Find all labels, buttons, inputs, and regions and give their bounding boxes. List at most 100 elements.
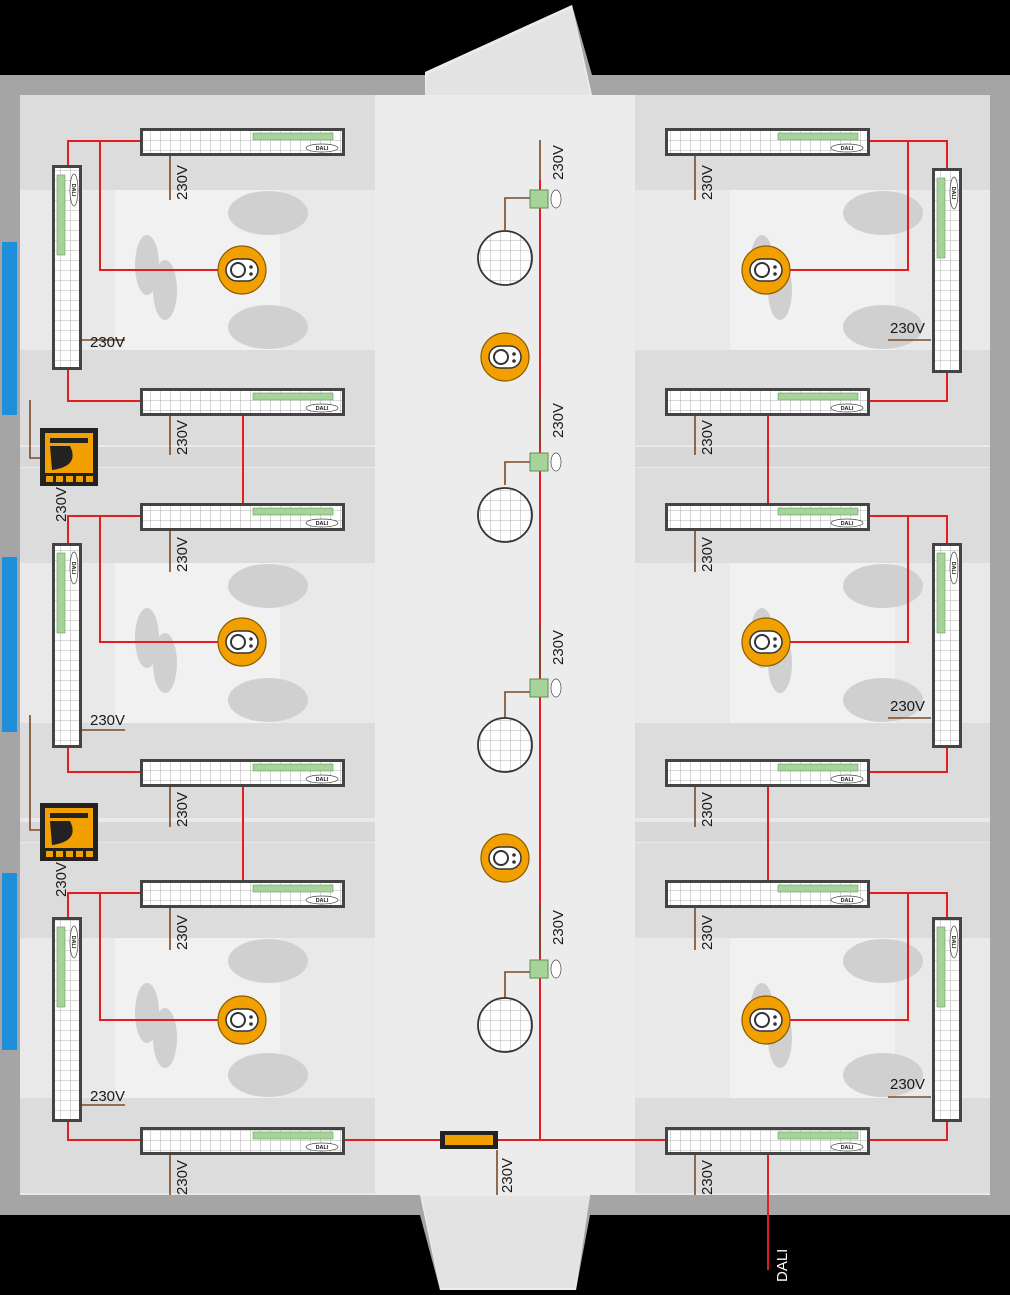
sensor-led bbox=[773, 1022, 777, 1026]
chair-icon bbox=[135, 983, 159, 1043]
voltage-label: 230V bbox=[174, 792, 191, 827]
downlight-body bbox=[477, 997, 533, 1053]
unit-terminal bbox=[66, 476, 73, 482]
chair-icon bbox=[228, 678, 308, 722]
voltage-label: 230V bbox=[174, 420, 191, 455]
sensor-icon bbox=[217, 995, 267, 1045]
chair-icon bbox=[843, 564, 923, 608]
luminaire-tag: DALI bbox=[950, 936, 956, 949]
sensor-icon bbox=[217, 245, 267, 295]
luminaire-tag: DALI bbox=[316, 898, 329, 904]
voltage-label: 230V bbox=[699, 915, 716, 950]
unit-terminal bbox=[76, 851, 83, 857]
luminaire-tag: DALI bbox=[950, 562, 956, 575]
dali-module-icon bbox=[529, 678, 562, 698]
dali-badge bbox=[949, 551, 959, 585]
window-icon bbox=[2, 242, 17, 415]
luminaire-icon: DALI bbox=[140, 1127, 345, 1155]
mains-wire bbox=[29, 400, 40, 459]
dali-bus-wire bbox=[790, 893, 909, 1021]
sensor-icon bbox=[480, 833, 530, 883]
module-body bbox=[529, 452, 549, 472]
sensor-icon bbox=[217, 617, 267, 667]
labels: 230V 230V 230V 230V 230V 230V 230V 230V 230V 230V… bbox=[53, 145, 925, 1282]
luminaire-tag: DALI bbox=[70, 184, 76, 197]
voltage-label: 230V bbox=[174, 915, 191, 950]
luminaire-icon: DALI bbox=[932, 168, 962, 373]
luminaire-icon: DALI bbox=[140, 880, 345, 908]
voltage-label: 230V bbox=[174, 1160, 191, 1195]
dali-bus-wire bbox=[67, 515, 140, 545]
sensor-lens bbox=[230, 1012, 246, 1028]
chair-icon bbox=[843, 305, 923, 349]
luminaire-tag: DALI bbox=[70, 562, 76, 575]
luminaire-ballast bbox=[777, 132, 859, 141]
sensor-led bbox=[773, 1015, 777, 1019]
dali-bus-wire bbox=[870, 515, 948, 545]
control-unit-icon bbox=[40, 428, 98, 486]
dali-badge bbox=[305, 895, 339, 905]
sensor-led bbox=[512, 352, 516, 356]
entrance-top bbox=[425, 8, 590, 95]
luminaire-ballast bbox=[252, 507, 334, 516]
luminaire-icon: DALI bbox=[665, 759, 870, 787]
sensor-icon bbox=[741, 617, 791, 667]
luminaire-icon: DALI bbox=[140, 388, 345, 416]
sensor-led bbox=[512, 853, 516, 857]
luminaire-icon: DALI bbox=[140, 503, 345, 531]
module-body bbox=[529, 959, 549, 979]
luminaire-tag: DALI bbox=[841, 146, 854, 152]
sensor-led bbox=[512, 860, 516, 864]
luminaire-tag: DALI bbox=[316, 521, 329, 527]
luminaire-ballast bbox=[56, 552, 66, 634]
luminaire-icon: DALI bbox=[665, 1127, 870, 1155]
unit-terminal bbox=[56, 851, 63, 857]
chair-icon bbox=[843, 939, 923, 983]
voltage-label: 230V bbox=[174, 537, 191, 572]
sensor-icon bbox=[741, 245, 791, 295]
voltage-label: 230V bbox=[699, 165, 716, 200]
unit-terminal bbox=[86, 851, 93, 857]
voltage-label: 230V bbox=[174, 165, 191, 200]
dali-badge bbox=[830, 1142, 864, 1152]
downlight-icon bbox=[477, 487, 533, 543]
luminaire-icon: DALI bbox=[665, 388, 870, 416]
chair-icon bbox=[135, 608, 159, 668]
dali-badge bbox=[550, 959, 562, 979]
mains-wire bbox=[29, 715, 40, 831]
dali-bus-wire bbox=[870, 140, 948, 170]
dali-bus-wire bbox=[870, 368, 948, 402]
luminaire-icon: DALI bbox=[140, 759, 345, 787]
mains-wire bbox=[504, 461, 530, 485]
dali-badge bbox=[305, 1142, 339, 1152]
sensor-led bbox=[249, 265, 253, 269]
dali-bus-wire bbox=[790, 516, 909, 643]
wiring bbox=[29, 140, 948, 1270]
sensor-led bbox=[249, 1015, 253, 1019]
luminaire-ballast bbox=[252, 132, 334, 141]
dali-badge bbox=[949, 925, 959, 959]
luminaire-ballast bbox=[936, 926, 946, 1008]
sensor-led bbox=[249, 637, 253, 641]
dali-badge bbox=[830, 895, 864, 905]
unit-terminal bbox=[76, 476, 83, 482]
dali-bus-wire bbox=[67, 743, 140, 773]
power-supply-icon bbox=[440, 1131, 498, 1149]
voltage-label: 230V bbox=[699, 792, 716, 827]
voltage-label: 230V bbox=[699, 1160, 716, 1195]
voltage-label: 230V bbox=[90, 334, 125, 351]
dali-bus-wire bbox=[870, 1120, 948, 1141]
luminaire-ballast bbox=[56, 174, 66, 256]
sensor-led bbox=[773, 265, 777, 269]
unit-display bbox=[50, 821, 73, 845]
downlight-icon bbox=[477, 997, 533, 1053]
luminaire-tag: DALI bbox=[841, 898, 854, 904]
luminaire-tag: DALI bbox=[316, 146, 329, 152]
chair-icon bbox=[843, 1053, 923, 1097]
dali-bus-wire bbox=[99, 516, 218, 643]
dali-badge bbox=[305, 774, 339, 784]
voltage-label: 230V bbox=[499, 1158, 516, 1193]
chair-icon bbox=[843, 678, 923, 722]
dali-module-icon bbox=[529, 452, 562, 472]
